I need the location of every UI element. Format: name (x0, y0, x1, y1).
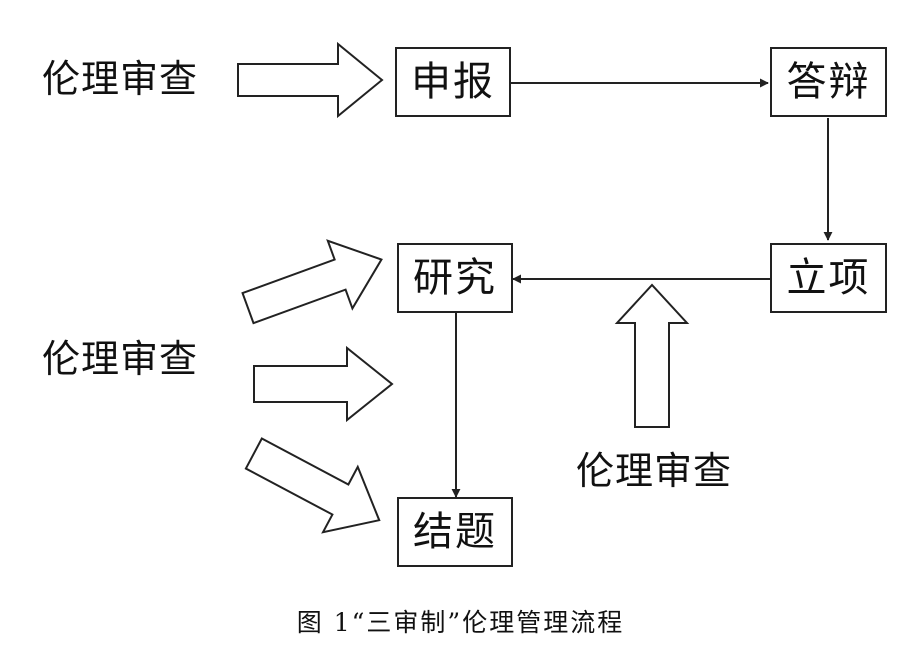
box-conclusion: 结题 (397, 497, 513, 567)
box-approval: 立项 (770, 243, 887, 313)
label-ethics-review-bottom: 伦理审查 (576, 449, 733, 493)
block-arrow-middle-review-straight (253, 345, 394, 423)
box-defense: 答辩 (770, 47, 887, 117)
block-arrow-middle-review-upper (241, 239, 383, 325)
label-ethics-review-middle: 伦理审查 (42, 337, 199, 381)
box-research: 研究 (397, 243, 513, 313)
block-arrow-top-review (237, 41, 384, 119)
block-arrow-middle-review-lower (244, 437, 381, 534)
label-ethics-review-top: 伦理审查 (42, 57, 199, 101)
figure-caption: 图 1“三审制”伦理管理流程 (296, 608, 625, 637)
block-arrow-bottom-review (614, 283, 690, 428)
box-declare: 申报 (395, 47, 511, 117)
